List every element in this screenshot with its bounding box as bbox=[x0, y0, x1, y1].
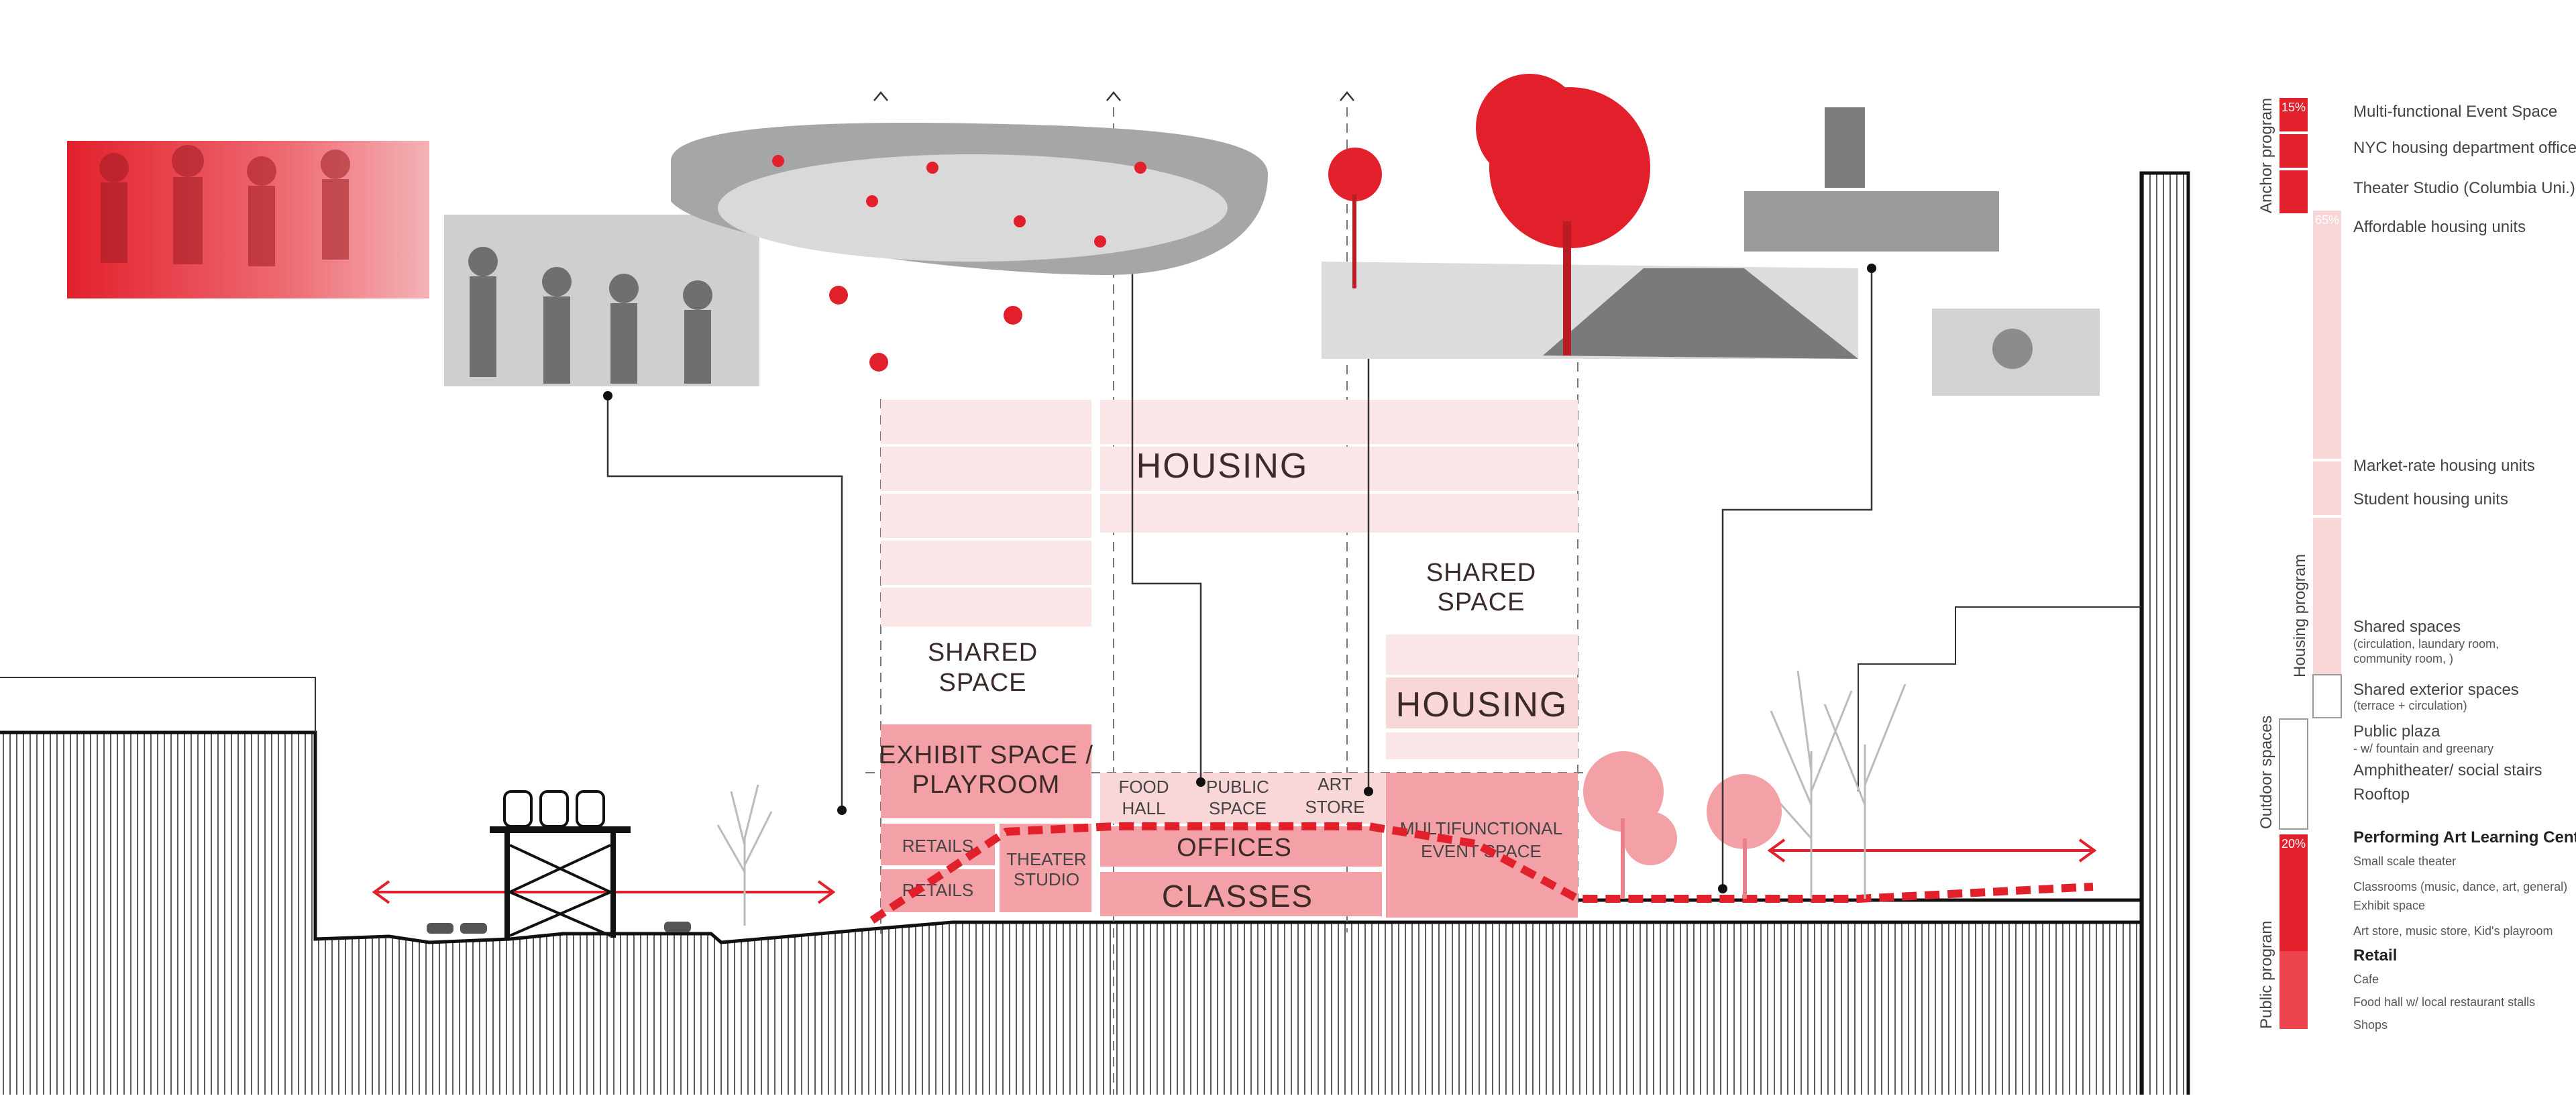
ground-section bbox=[0, 171, 2190, 1095]
program-legend: 15% 65% 20% Anchor program Housing progr… bbox=[2257, 98, 2576, 1032]
anchor-bar-3 bbox=[2279, 170, 2308, 213]
retails-block-1 bbox=[881, 824, 995, 865]
public-percent: 20% bbox=[2282, 837, 2306, 850]
public-bar-2 bbox=[2279, 951, 2308, 1029]
legend-item-15: Art store, music store, Kid's playroom bbox=[2353, 924, 2553, 938]
anchor-bar-1 bbox=[2279, 98, 2308, 131]
exhibit-label-2: PLAYROOM bbox=[912, 771, 1061, 799]
retails-label-1: RETAILS bbox=[902, 836, 973, 856]
legend-group-anchor: Anchor program bbox=[2257, 98, 2275, 213]
pink-trees bbox=[1583, 751, 1782, 899]
theater-label-1: THEATER bbox=[1006, 849, 1086, 869]
anchor-percent: 15% bbox=[2282, 101, 2306, 114]
legend-item-9: Amphitheater/ social stairs bbox=[2353, 761, 2542, 779]
housing-percent: 65% bbox=[2315, 213, 2339, 227]
offices-label: OFFICES bbox=[1177, 834, 1292, 862]
food-hall-label-2: HALL bbox=[1122, 798, 1165, 818]
legend-item-6-sub2: community room, ) bbox=[2353, 652, 2453, 665]
performers-red-image bbox=[67, 141, 429, 298]
housing-bar-3 bbox=[2313, 518, 2341, 675]
outdoor-bar bbox=[2279, 718, 2308, 830]
food-hall-label-1: FOOD bbox=[1118, 777, 1169, 797]
anchor-bar-2 bbox=[2279, 134, 2308, 168]
art-store-label-1: ART bbox=[1318, 774, 1352, 794]
offices-block bbox=[1100, 826, 1382, 867]
legend-item-17: Cafe bbox=[2353, 973, 2379, 986]
right-arrow-line bbox=[1767, 838, 2097, 863]
classes-block bbox=[1100, 872, 1382, 916]
legend-item-6: Shared spaces bbox=[2353, 618, 2461, 636]
shared-space-right-label-1: SHARED bbox=[1426, 559, 1536, 587]
musicians-gray-image bbox=[444, 215, 759, 386]
legend-item-3: Affordable housing units bbox=[2353, 218, 2526, 236]
elevated-train bbox=[490, 790, 631, 938]
classes-label: CLASSES bbox=[1162, 879, 1313, 914]
housing-right-block bbox=[1386, 635, 1578, 759]
art-store-label-2: STORE bbox=[1305, 797, 1364, 817]
legend-item-1: NYC housing department office bbox=[2353, 139, 2576, 157]
tree-sketches bbox=[716, 670, 1907, 926]
callout-dots bbox=[603, 264, 1876, 893]
multifunctional-block bbox=[1386, 773, 1578, 918]
public-space-label-1: PUBLIC bbox=[1206, 777, 1269, 797]
legend-group-housing: Housing program bbox=[2291, 554, 2309, 677]
cars bbox=[427, 922, 691, 934]
legend-item-4: Market-rate housing units bbox=[2353, 457, 2535, 475]
callout-lines bbox=[606, 228, 1873, 889]
housing-top-label: HOUSING bbox=[1136, 447, 1309, 486]
housing-bar-2 bbox=[2313, 461, 2341, 515]
tree-terrace-image bbox=[1322, 74, 1858, 359]
legend-item-7: Shared exterior spaces bbox=[2353, 681, 2519, 699]
legend-item-8: Public plaza bbox=[2353, 722, 2440, 740]
shared-space-left-label-2: SPACE bbox=[938, 669, 1026, 697]
legend-item-14: Exhibit space bbox=[2353, 899, 2425, 912]
legend-item-2: Theater Studio (Columbia Uni.) bbox=[2353, 179, 2575, 197]
legend-group-public: Public program bbox=[2257, 921, 2275, 1029]
housing-stack bbox=[881, 400, 1578, 626]
housing-bar-1 bbox=[2313, 211, 2341, 459]
legend-item-10: Rooftop bbox=[2353, 785, 2410, 804]
shared-space-right-label-2: SPACE bbox=[1437, 588, 1525, 616]
public-space-label-2: SPACE bbox=[1209, 798, 1267, 818]
legend-item-12: Small scale theater bbox=[2353, 855, 2456, 868]
theater-block bbox=[1000, 824, 1091, 912]
theater-label-2: STUDIO bbox=[1014, 869, 1079, 889]
legend-item-19: Shops bbox=[2353, 1018, 2387, 1032]
exhibit-block bbox=[881, 724, 1091, 818]
left-arrow-line bbox=[372, 880, 836, 904]
legend-item-0: Multi-functional Event Space bbox=[2353, 103, 2557, 121]
legend-item-11: Performing Art Learning Center bbox=[2353, 828, 2576, 846]
housing-right-label: HOUSING bbox=[1396, 685, 1568, 724]
shared-space-left-label-1: SHARED bbox=[928, 639, 1038, 667]
exhibit-label-1: EXHIBIT SPACE / bbox=[879, 741, 1093, 769]
legend-item-5: Student housing units bbox=[2353, 490, 2508, 508]
fountain-plaza-image bbox=[671, 123, 1268, 372]
legend-item-16: Retail bbox=[2353, 946, 2397, 965]
dancer-gray-image bbox=[1744, 107, 2100, 396]
legend-item-6-sub: (circulation, laundary room, bbox=[2353, 637, 2499, 651]
legend-item-18: Food hall w/ local restaurant stalls bbox=[2353, 995, 2535, 1009]
housing-bar-4 bbox=[2312, 674, 2342, 718]
legend-item-13: Classrooms (music, dance, art, general) bbox=[2353, 880, 2567, 893]
legend-item-7-sub: (terrace + circulation) bbox=[2353, 699, 2467, 712]
legend-group-outdoor: Outdoor spaces bbox=[2257, 716, 2275, 829]
legend-item-8-sub: - w/ fountain and greenary bbox=[2353, 742, 2493, 755]
grid-arrows bbox=[873, 91, 1354, 101]
